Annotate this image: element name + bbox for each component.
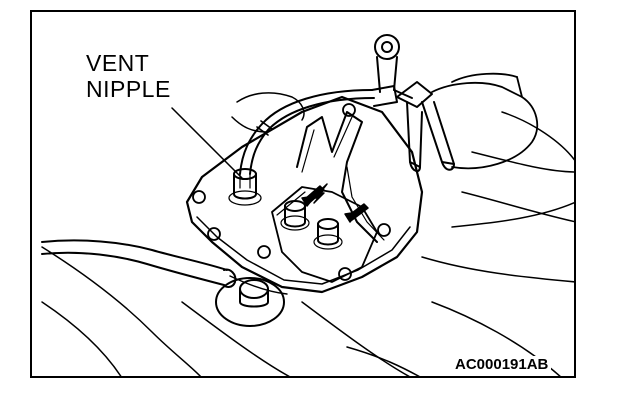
vent-nipple-leader-line: [171, 107, 243, 179]
figure-code: AC000191AB: [452, 356, 552, 373]
lower-boss: [215, 277, 285, 327]
plug-left: [280, 200, 310, 231]
vent-hose: [239, 89, 375, 175]
cover-plate: [185, 95, 424, 294]
direction-arrows: [301, 183, 369, 223]
vent-nipple-label-line2: NIPPLE: [86, 76, 171, 102]
plug-right: [313, 218, 343, 250]
figure-frame: [30, 10, 576, 378]
hose-connector: [371, 34, 413, 107]
mounting-bracket: [296, 111, 385, 243]
inner-plate: [271, 186, 378, 283]
engine-component-drawing: [41, 34, 574, 376]
cover-bolts: [192, 103, 391, 281]
foreground-pipe: [41, 239, 288, 295]
surrounding-engine-contours: [41, 92, 574, 376]
vent-nipple: [228, 168, 262, 206]
vent-nipple-label: VENT NIPPLE: [86, 50, 171, 102]
clamp-pliers: [396, 81, 455, 173]
reservoir-body: [431, 72, 539, 170]
vent-nipple-label-line1: VENT: [86, 50, 150, 76]
